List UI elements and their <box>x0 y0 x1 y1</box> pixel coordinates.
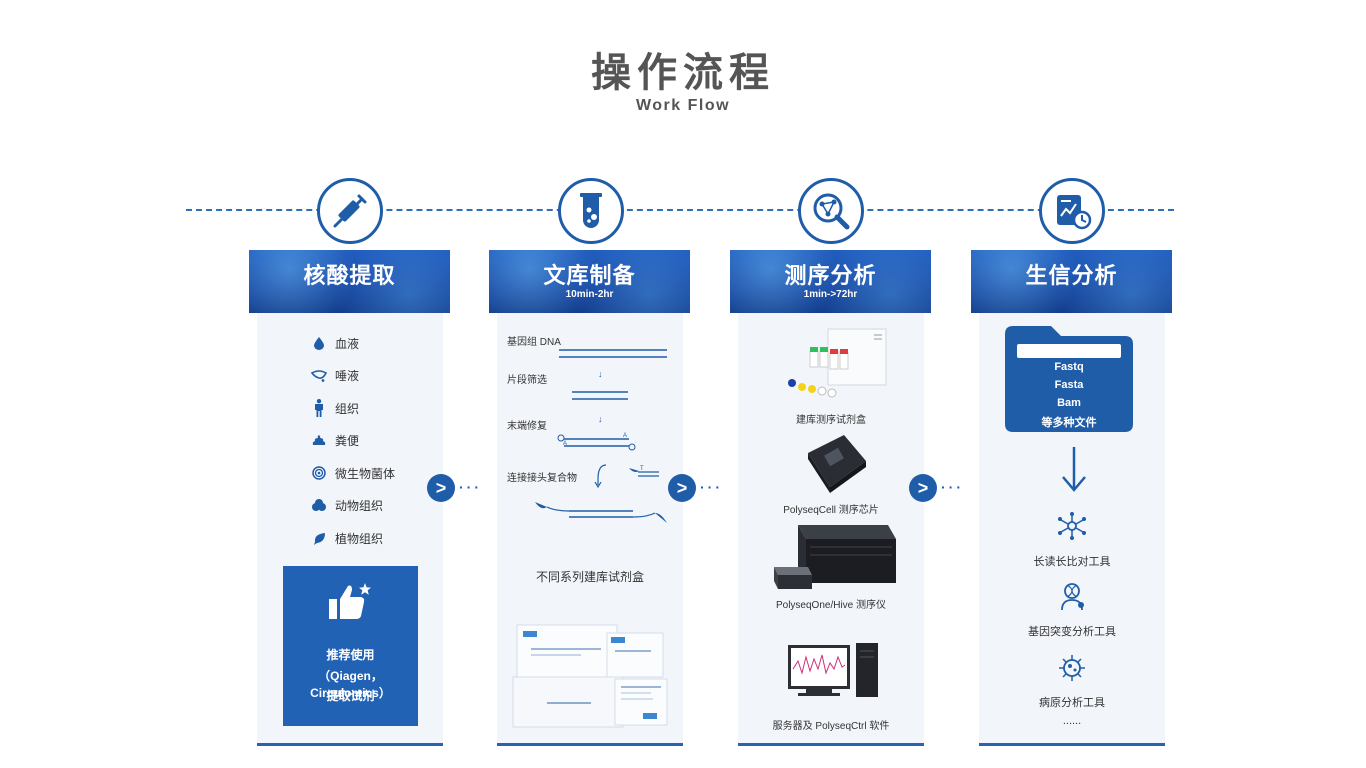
tool-label: 病原分析工具 <box>1039 697 1105 709</box>
step-sequencing: 测序分析 1min->72hr 建库测序试剂盒 PolyseqCell 测序芯片 <box>730 250 931 746</box>
next-step-arrow-icon: > <box>909 474 937 502</box>
step-body: 血液 唾液 组织 粪便 微生物菌体 动物组织 <box>257 313 443 746</box>
microbe-icon <box>311 465 327 481</box>
sample-label: 血液 <box>335 336 360 351</box>
step-library-prep: 文库制备 10min-2hr 基因组 DNA 片段筛选 ↓ 末端修复 ↓ A A… <box>489 250 690 746</box>
list-item: 动物组织 <box>311 490 395 523</box>
recommend-text: 推荐使用 <box>326 648 375 662</box>
stage-label: 片段筛选 <box>507 375 547 386</box>
test-tube-icon <box>558 178 624 244</box>
sequencing-item-caption: PolyseqOne/Hive 测序仪 <box>775 600 887 611</box>
step-title: 生信分析 <box>1025 263 1118 288</box>
next-step-arrow-icon: > <box>427 474 455 502</box>
arrow-down-icon: ↓ <box>598 369 603 379</box>
step-duration: 10min-2hr <box>565 289 614 300</box>
gene-mutation-icon <box>1061 583 1084 611</box>
ligation-arrow-icon <box>594 464 607 489</box>
report-chart-icon <box>1039 178 1105 244</box>
step-header: 核酸提取 <box>249 250 450 313</box>
sequencing-chip-image <box>808 435 866 493</box>
step-body: 建库测序试剂盒 PolyseqCell 测序芯片 PolyseqOne/Hive… <box>738 313 924 746</box>
syringe-icon <box>317 178 383 244</box>
base-a-label: A <box>623 433 628 439</box>
file-type-label: Fasta <box>1054 379 1084 391</box>
next-step-arrow-icon: > <box>668 474 696 502</box>
step-header: 测序分析 1min->72hr <box>730 250 931 313</box>
sequencing-item-caption: PolyseqCell 测序芯片 <box>783 505 879 516</box>
connector-dots: ··· <box>459 479 482 495</box>
step-nucleic-acid-extraction: 核酸提取 血液 唾液 组织 粪便 微生物菌体 <box>249 250 450 746</box>
workflow-dashed-line <box>186 209 1174 211</box>
tool-label: 长读长比对工具 <box>1033 556 1111 568</box>
list-item: 微生物菌体 <box>311 457 395 490</box>
list-item: 粪便 <box>311 425 395 458</box>
step-title: 文库制备 <box>543 263 636 288</box>
file-type-label: Fastq <box>1054 361 1084 373</box>
step-header: 文库制备 10min-2hr <box>489 250 690 313</box>
list-item: 植物组织 <box>311 522 395 555</box>
arrow-down-icon: ↓ <box>598 414 603 424</box>
step-bioinformatics: 生信分析 Fastq Fasta Bam 等多种文件 长读长比对工具 基因突变分… <box>971 250 1172 746</box>
recommend-text: 提取试剂 <box>326 689 375 703</box>
magnifier-network-icon <box>798 178 864 244</box>
sample-list: 血液 唾液 组织 粪便 微生物菌体 动物组织 <box>311 327 395 555</box>
list-item: 血液 <box>311 327 395 360</box>
step-header: 生信分析 <box>971 250 1172 313</box>
network-nodes-icon <box>1058 512 1086 540</box>
base-t-label: T <box>640 466 644 472</box>
file-type-label: 等多种文件 <box>1041 417 1097 429</box>
stage-label: 基因组 DNA <box>507 337 561 348</box>
end-repaired-dna <box>557 434 636 451</box>
adapter-complex <box>629 468 659 477</box>
list-item: 唾液 <box>311 360 395 393</box>
step-body: Fastq Fasta Bam 等多种文件 长读长比对工具 基因突变分析工具 病… <box>979 313 1165 746</box>
list-item: 组织 <box>311 392 395 425</box>
server-software-image <box>788 643 878 697</box>
page-subtitle: Work Flow <box>635 97 731 114</box>
sequencing-kit-image <box>788 328 887 398</box>
more-tools-ellipsis: ...... <box>1062 715 1082 727</box>
file-type-label: Bam <box>1057 397 1081 409</box>
sequencer-device-image <box>774 525 896 589</box>
step-duration: 1min->72hr <box>803 289 858 300</box>
step-body: 基因组 DNA 片段筛选 ↓ 末端修复 ↓ A A 连接接头复合物 <box>497 313 683 746</box>
leaf-icon <box>311 530 327 546</box>
stool-icon <box>311 433 327 449</box>
saliva-icon <box>311 368 327 384</box>
animal-tissue-icon <box>311 498 327 514</box>
recommend-box: 推荐使用 （Qiagen，Circulomics） 提取试剂 <box>283 566 418 726</box>
dna-fragment <box>572 391 628 400</box>
folder-icon <box>1005 326 1133 432</box>
step-title: 测序分析 <box>784 263 877 288</box>
ligated-library-dna <box>535 502 667 523</box>
step-title: 核酸提取 <box>303 263 396 288</box>
base-a-label: A <box>563 441 568 447</box>
arrow-down-icon <box>1062 447 1086 492</box>
blood-drop-icon <box>311 335 327 351</box>
sequencing-item-caption: 建库测序试剂盒 <box>796 415 866 426</box>
connector-dots: ··· <box>700 479 723 495</box>
sample-label: 微生物菌体 <box>335 466 396 481</box>
tool-label: 基因突变分析工具 <box>1028 626 1116 638</box>
sample-label: 唾液 <box>335 369 360 384</box>
thumbs-up-icon <box>327 582 371 627</box>
sample-label: 动物组织 <box>335 499 384 514</box>
stage-label: 末端修复 <box>507 421 547 432</box>
pathogen-icon <box>1059 655 1085 681</box>
library-kit-boxes-image <box>512 624 668 728</box>
sample-label: 植物组织 <box>335 531 384 546</box>
dna-double-strand <box>559 349 667 358</box>
stage-label: 连接接头复合物 <box>507 473 577 484</box>
sample-label: 组织 <box>335 401 360 416</box>
library-kit-caption: 不同系列建库试剂盒 <box>535 570 644 584</box>
sample-label: 粪便 <box>335 434 360 449</box>
connector-dots: ··· <box>941 479 964 495</box>
human-body-icon <box>311 399 327 418</box>
page-title: 操作流程 <box>591 51 775 95</box>
recommend-text: （Qiagen，Circulomics） <box>310 669 391 700</box>
sequencing-item-caption: 服务器及 PolyseqCtrl 软件 <box>772 721 890 732</box>
